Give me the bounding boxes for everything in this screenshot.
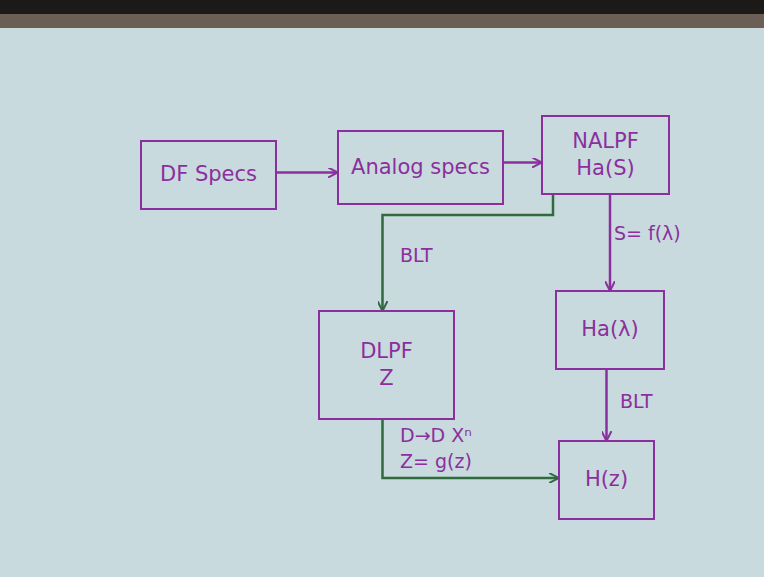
connector-arrow — [609, 195, 612, 290]
top-frame — [0, 0, 764, 14]
box-text: NALPF — [572, 128, 639, 155]
connector-arrow — [504, 161, 541, 164]
process-box: Analog specs — [337, 130, 504, 205]
edge-label: BLT — [398, 244, 435, 267]
box-text: DLPF — [360, 338, 413, 365]
connector-arrow — [383, 420, 559, 478]
mapping-note: Z= g(z) — [398, 450, 474, 473]
connector-arrow — [383, 195, 554, 310]
edge-label: S= f(λ) — [612, 222, 683, 245]
process-box: DF Specs — [140, 140, 277, 210]
connector-arrow — [277, 171, 337, 174]
process-box: NALPFHa(S) — [541, 115, 670, 195]
box-text: H(z) — [585, 466, 628, 493]
box-text: Ha(λ) — [581, 316, 638, 343]
edge-label: D→D Xⁿ — [398, 424, 474, 447]
box-text: Z — [379, 365, 393, 392]
process-box: Ha(λ) — [555, 290, 665, 370]
process-box: H(z) — [558, 440, 655, 520]
connector-arrow — [605, 370, 608, 440]
box-text: Ha(S) — [576, 155, 634, 182]
box-text: DF Specs — [160, 161, 257, 188]
box-text: Analog specs — [351, 154, 490, 181]
edge-label: BLT — [618, 390, 655, 413]
board — [0, 28, 764, 577]
top-frame-shadow — [0, 14, 764, 28]
process-box: DLPFZ — [318, 310, 455, 420]
